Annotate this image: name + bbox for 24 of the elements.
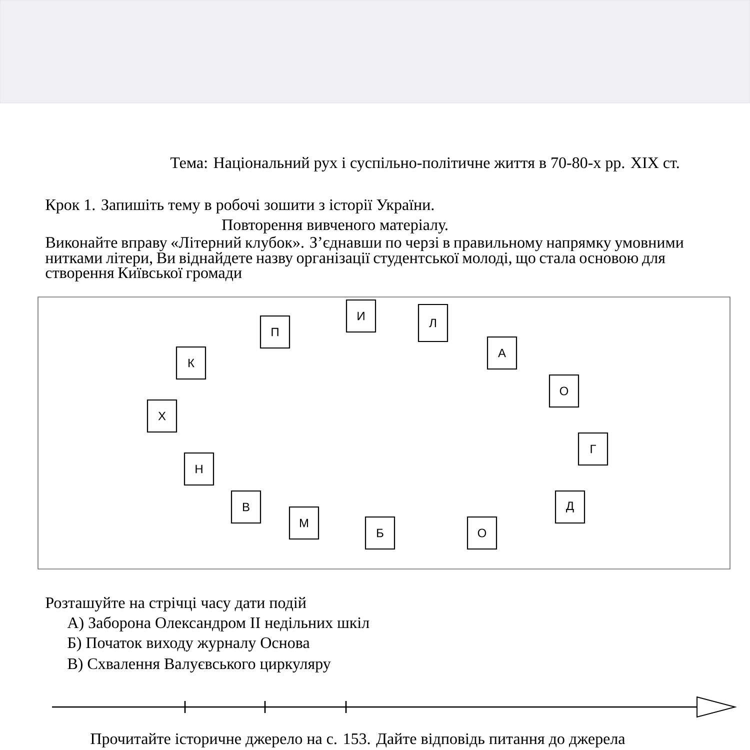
letter-box: О bbox=[548, 374, 580, 408]
letter-box: К bbox=[176, 346, 206, 380]
letter-box: П bbox=[260, 315, 290, 349]
letter-box: Д bbox=[554, 490, 586, 524]
letter-box: Н bbox=[184, 452, 214, 486]
subheading: Повторення вивченого матеріалу. bbox=[222, 219, 448, 234]
letter-box: М bbox=[288, 506, 320, 540]
letter-box: Л bbox=[418, 304, 448, 342]
letter-box: И bbox=[346, 299, 376, 333]
letter-box: В bbox=[230, 490, 262, 524]
event-item: В) Схвалення Валуєвського циркуляру bbox=[68, 658, 331, 672]
letter-box: Г bbox=[578, 432, 608, 466]
instruction-text: Прочитайте історичне джерело на с. 153. Дайте відповідь питання до джерела bbox=[90, 733, 626, 748]
instruction-text: Розташуйте на стрічці часу дати подій bbox=[46, 597, 306, 612]
letter-box: Б bbox=[364, 516, 396, 550]
letter-box: А bbox=[486, 336, 518, 370]
puzzle-frame bbox=[38, 296, 730, 570]
instruction-text: Крок 1. Запишіть тему в робочі зошити з історії України. bbox=[46, 198, 434, 214]
title: Тема: Національний рух і суспільно-політичне життя в 70-80-х рр. XIX ст. bbox=[170, 157, 679, 172]
task-text: Виконайте вправу «Літерний клубок». З’єднавши по черзі в правильному напрямку умовними нитками літери, Ви віднайдете назву організації студентської молоді, що стала основою для створення Київської громади bbox=[45, 236, 684, 282]
letter-box: О bbox=[466, 516, 498, 550]
event-item: А) Заборона Олександром II недільних шкіл bbox=[67, 616, 370, 632]
event-item: Б) Початок виходу журналу Основа bbox=[68, 636, 310, 652]
letter-box: Х bbox=[146, 399, 178, 433]
